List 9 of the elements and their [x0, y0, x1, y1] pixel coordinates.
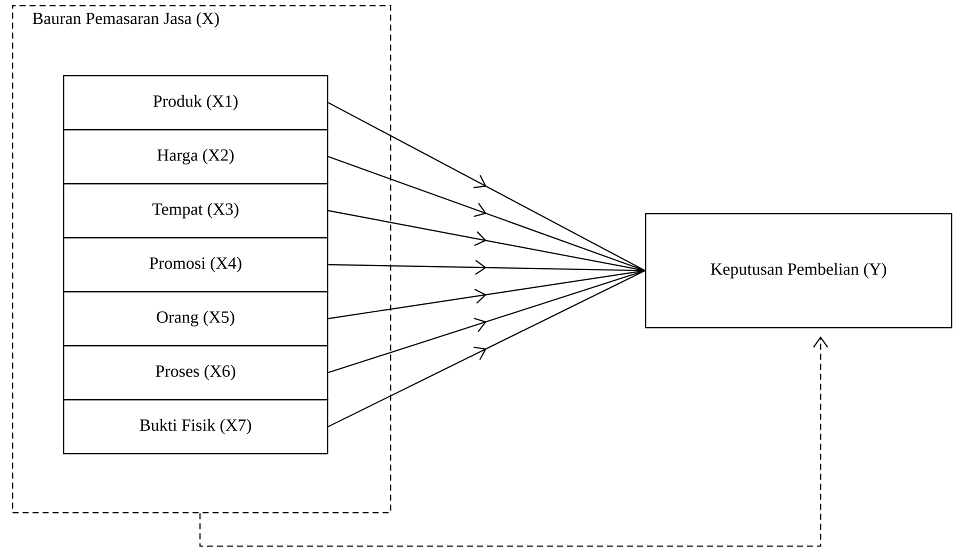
factor-box: Tempat (X3) — [63, 183, 328, 238]
factor-box: Harga (X2) — [63, 129, 328, 184]
factor-box: Orang (X5) — [63, 291, 328, 346]
dashed-arrow — [199, 336, 828, 547]
factor-box: Promosi (X4) — [63, 237, 328, 292]
factor-box: Produk (X1) — [63, 75, 328, 130]
outcome-box: Keputusan Pembelian (Y) — [645, 213, 952, 328]
factor-box: Proses (X6) — [63, 345, 328, 400]
factor-box: Bukti Fisik (X7) — [63, 399, 328, 454]
